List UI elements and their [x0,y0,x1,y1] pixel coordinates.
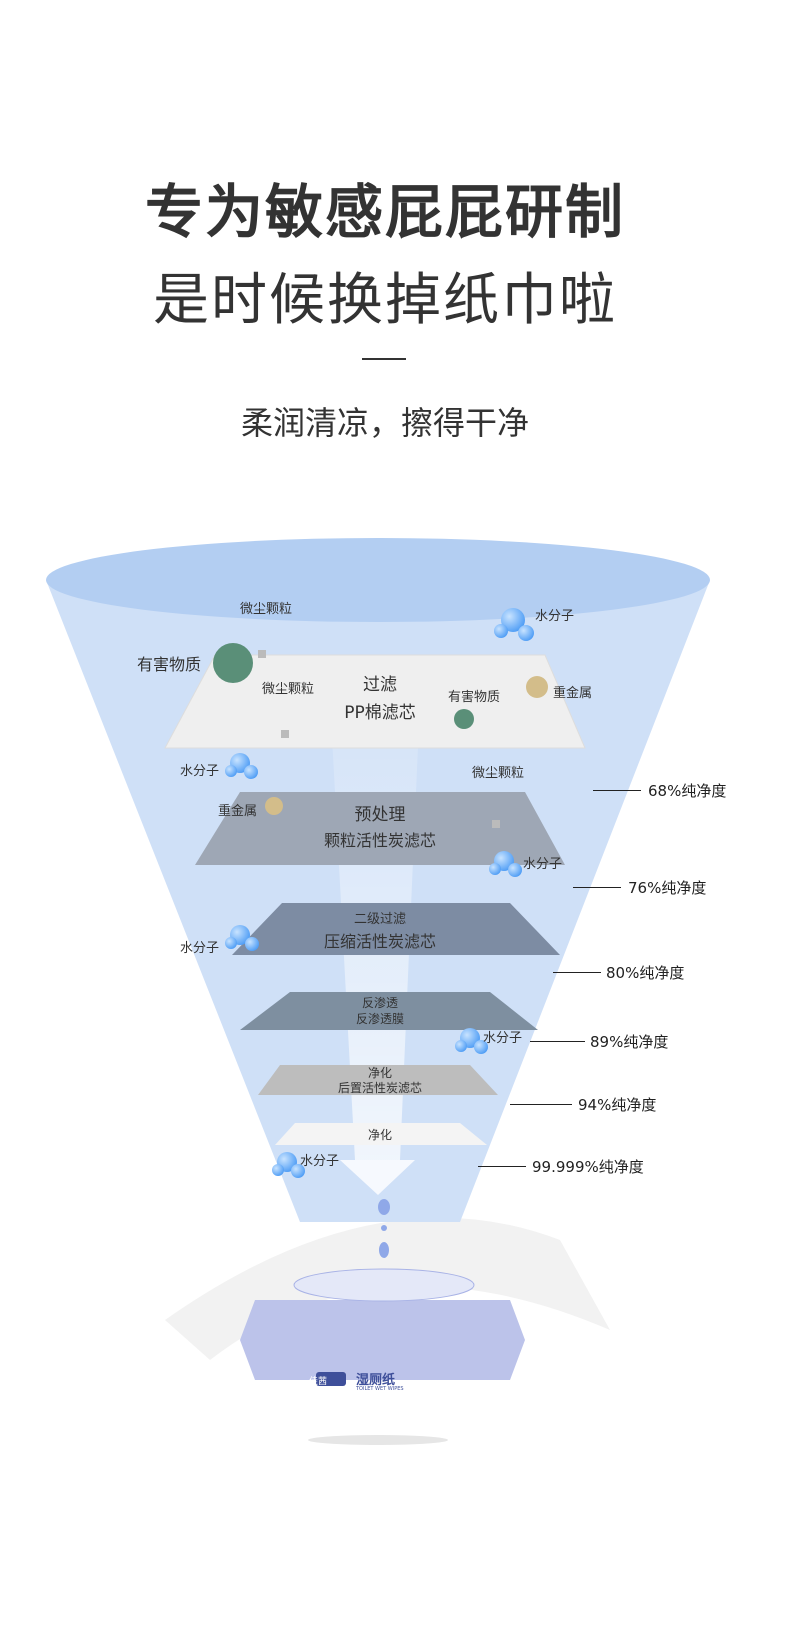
callout-line [593,790,641,791]
layer-name: PP棉滤芯 [344,703,416,723]
callout-line [478,1166,526,1167]
label-water: 水分子 [180,764,220,779]
label-water: 水分子 [535,609,575,624]
purity-label: 80%纯净度 [606,964,685,982]
label-dust: 微尘颗粒 [240,602,293,617]
harmful-substance-icon [213,643,253,683]
brand-logo: 佳茜 [308,1377,327,1387]
package-shadow [308,1435,448,1445]
heavy-metal-icon [526,676,548,698]
layer-name: 压缩活性炭滤芯 [323,932,436,951]
purity-label: 68%纯净度 [648,782,727,800]
layer-name: 后置活性炭滤芯 [337,1081,422,1095]
headline: 专为敏感屁屁研制 [144,178,625,246]
wet-wipes-package [240,1268,525,1386]
product-english: TOILET WET WIPES [356,1386,404,1392]
heavy-metal-icon [265,797,283,815]
purity-label: 94%纯净度 [578,1096,657,1114]
callout-line [553,972,601,973]
dust-icon [258,650,266,658]
water-molecule-icon [272,1152,305,1178]
layer-title: 过滤 [363,675,397,695]
divider [362,358,406,360]
label-water: 水分子 [483,1031,523,1046]
water-molecule-icon [225,925,259,951]
layer-title: 二级过滤 [353,912,406,927]
layer-compressed-carbon [232,903,560,955]
layer-final [275,1123,487,1145]
purity-label: 89%纯净度 [590,1033,669,1051]
water-molecule-icon [494,608,534,641]
callout-line [530,1041,585,1042]
layer-name: 反渗透膜 [355,1012,404,1026]
layer-pp-cotton [164,654,586,749]
callout-line [510,1104,572,1105]
dust-icon [281,730,289,738]
label-water: 水分子 [180,941,220,956]
water-molecule-icon [489,851,522,877]
layer-title: 反渗透 [361,996,398,1010]
label-harmful: 有害物质 [137,655,202,674]
layer-ro-membrane [240,992,538,1030]
layer-name: 颗粒活性炭滤芯 [323,831,436,850]
label-metal: 重金属 [553,686,593,701]
headline-2: 是时候换掉纸巾啦 [153,268,617,333]
dust-icon [492,820,500,828]
product-name: 湿厕纸 [356,1373,396,1388]
layer-title: 净化 [367,1128,392,1142]
label-dust: 微尘颗粒 [262,682,315,697]
layer-granular-carbon [195,792,565,865]
label-water: 水分子 [523,857,563,872]
harmful-substance-icon [454,709,474,729]
label-metal: 重金属 [218,804,258,819]
label-dust: 微尘颗粒 [472,766,525,781]
label-water: 水分子 [300,1154,340,1169]
bowl-shadow [165,1217,610,1360]
arrow-down [340,1160,415,1195]
layer-title: 净化 [367,1066,392,1080]
water-drops-icon [378,1199,390,1258]
subtitle: 柔润清凉，擦得干净 [240,404,529,442]
layer-post-carbon [258,1065,498,1095]
callout-line [573,887,621,888]
layer-title: 预处理 [354,805,406,825]
funnel-top [46,538,710,622]
water-molecule-icon [455,1028,488,1054]
purity-label: 76%纯净度 [628,879,707,897]
label-harmful: 有害物质 [448,690,501,705]
water-molecule-icon [225,753,258,779]
purity-label: 99.999%纯净度 [532,1158,644,1176]
